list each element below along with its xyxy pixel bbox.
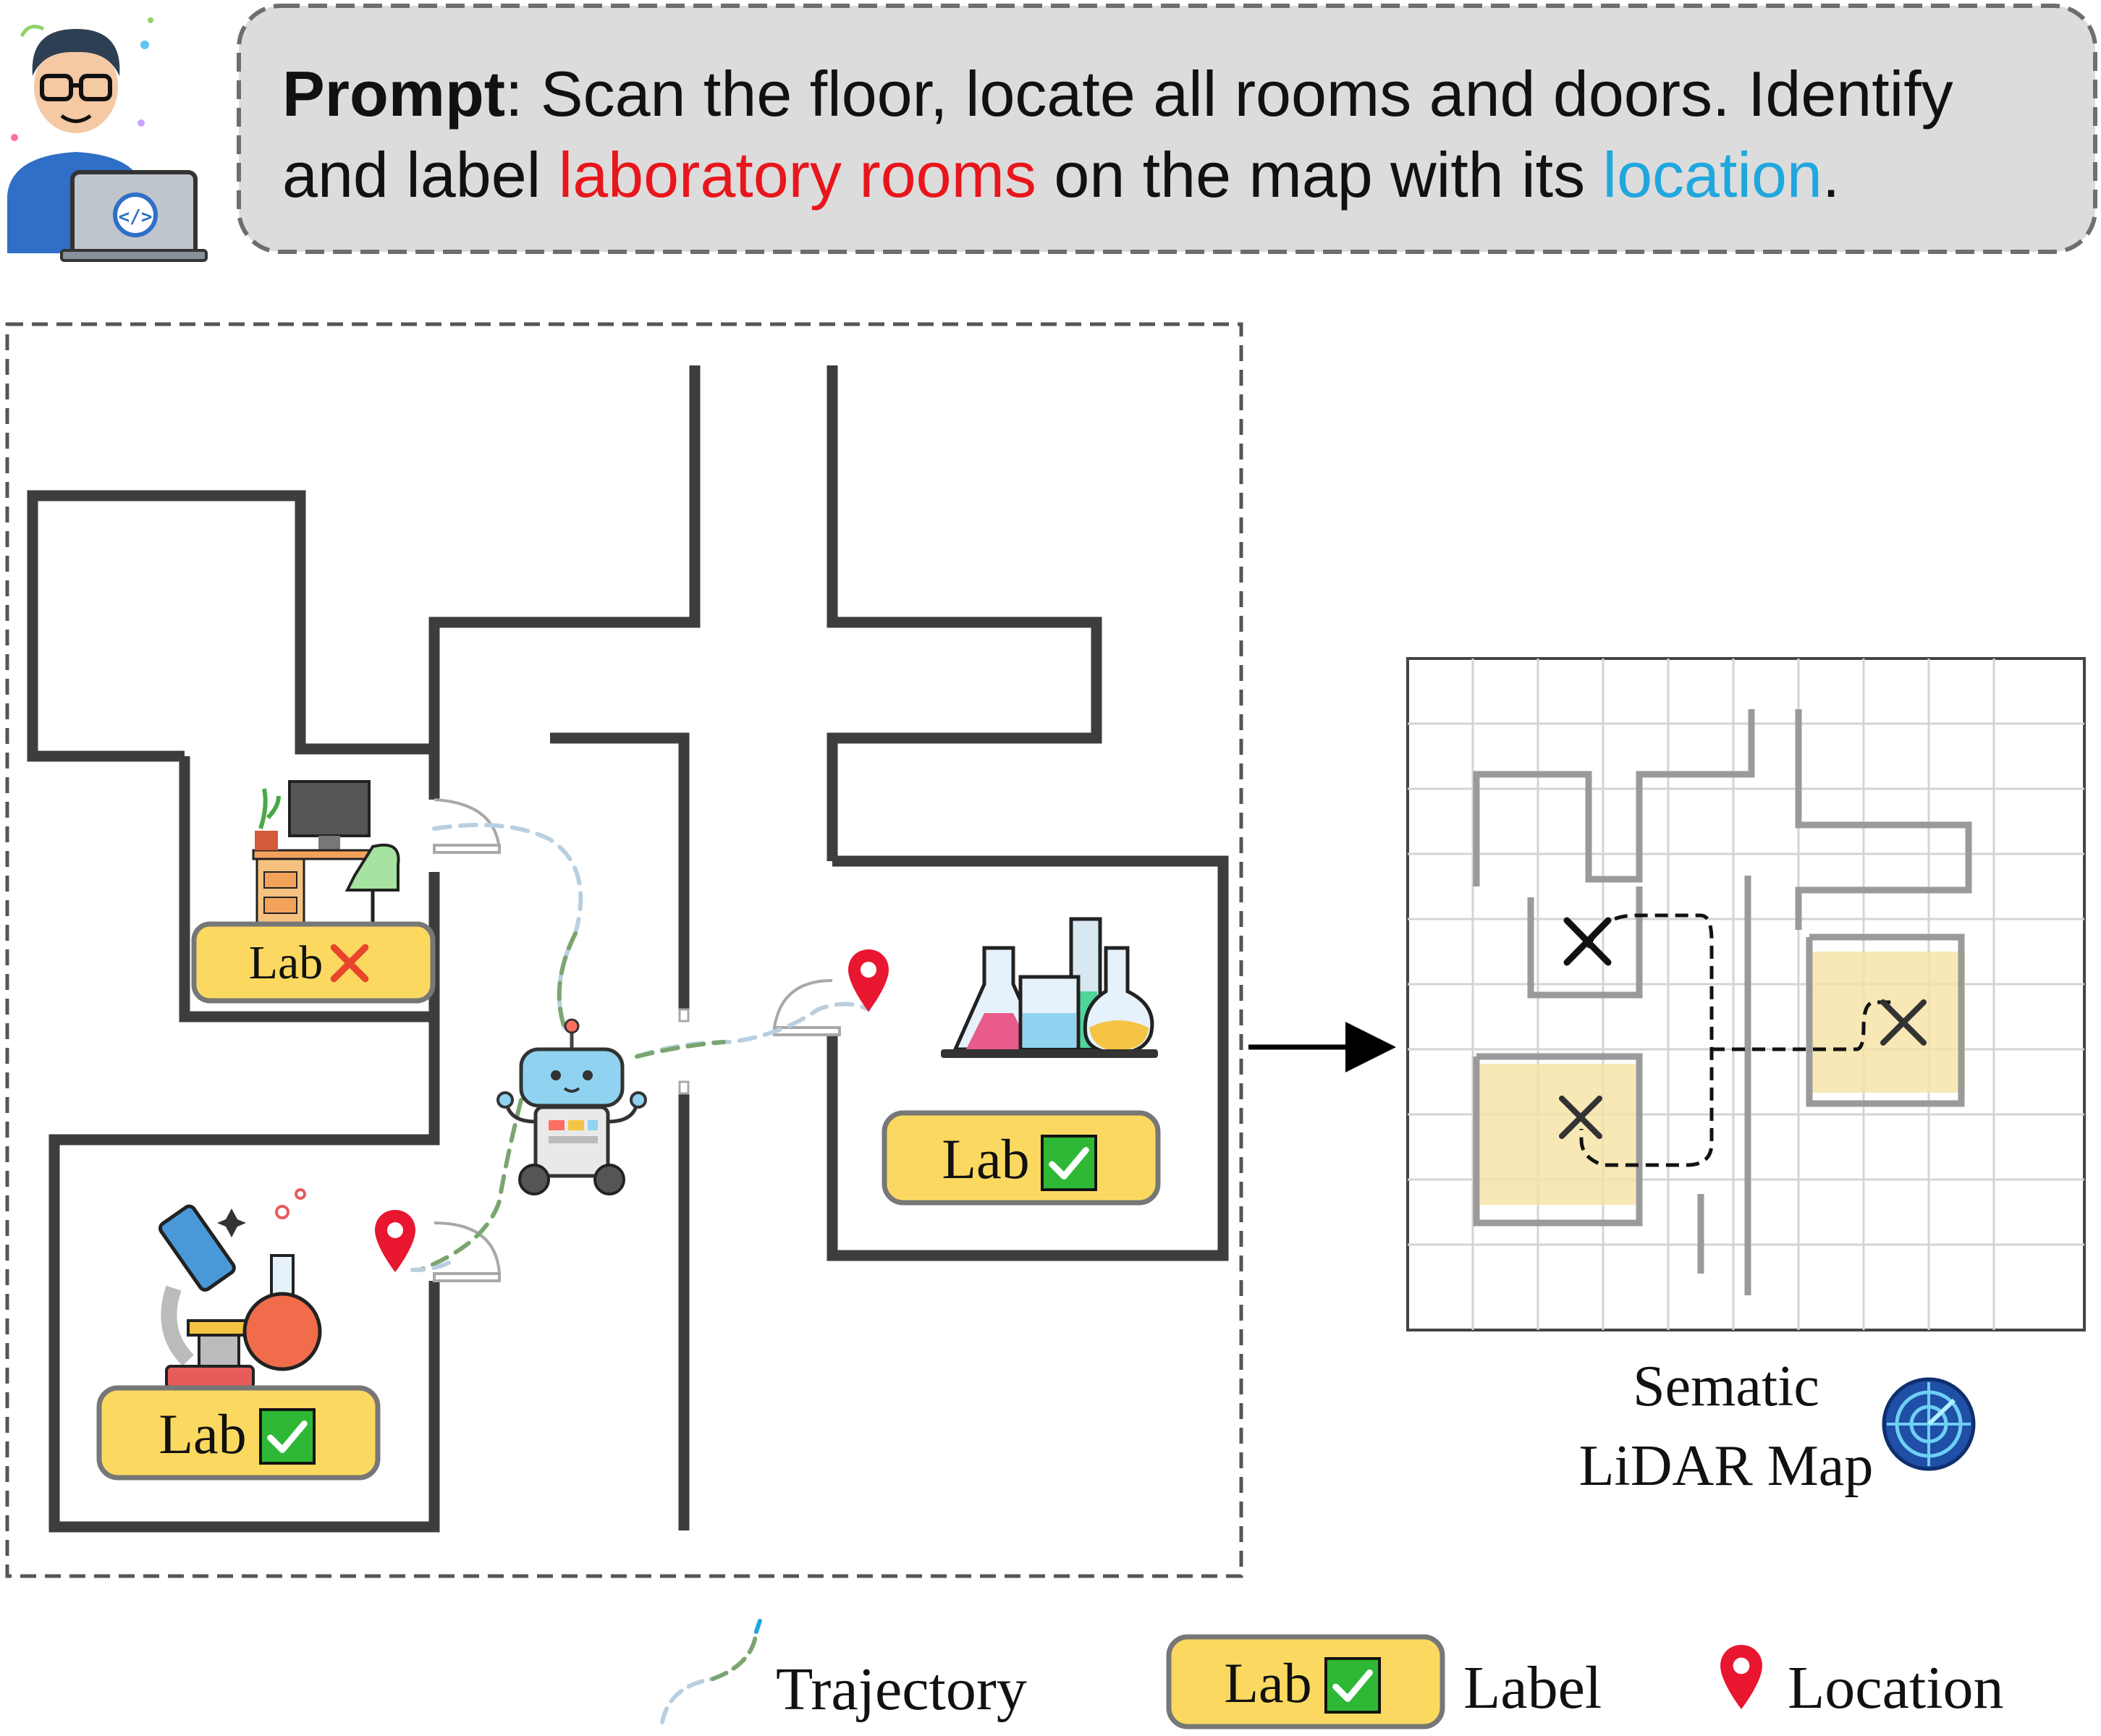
label-text: Lab — [158, 1402, 246, 1465]
microscope-lab-icon — [143, 1188, 324, 1413]
label-text: Lab — [942, 1127, 1029, 1190]
legend: Trajectory Lab Label Location — [660, 1619, 2004, 1729]
door-bottom-left — [433, 1221, 501, 1282]
trajectory-path — [410, 823, 871, 1272]
lidar-trajectory — [1579, 913, 1896, 1167]
room-label-right: Lab — [882, 1110, 1161, 1206]
prompt-box: Prompt: Scan the floor, locate all rooms… — [237, 4, 2097, 254]
user-avatar-icon: </> — [7, 17, 208, 262]
room-label-bottom-left: Lab — [96, 1385, 381, 1481]
prompt-line2-start: and label — [282, 139, 559, 211]
legend-label-sample-text: Lab — [1224, 1651, 1311, 1714]
door-right — [773, 979, 841, 1036]
lidar-map — [1406, 657, 2086, 1331]
lidar-caption-line2: LiDAR Map — [1579, 1434, 1874, 1498]
location-pin-icon — [1720, 1645, 1762, 1709]
check-icon — [1326, 1659, 1379, 1712]
check-icon — [261, 1410, 314, 1463]
legend-location-text: Location — [1788, 1654, 2004, 1722]
door-top-left — [433, 798, 501, 854]
chemistry-flasks-icon — [941, 917, 1158, 1058]
radar-icon — [1882, 1377, 1976, 1471]
lidar-marker-x — [1880, 999, 1927, 1046]
trajectory-legend-icon — [660, 1619, 762, 1724]
lidar-marker-x — [1559, 1096, 1602, 1139]
room-label-top-left: Lab — [191, 921, 436, 1004]
prompt-line1: : Scan the floor, locate all rooms and d… — [505, 58, 1953, 130]
location-pin-icon — [848, 949, 889, 1012]
location-pin-icon — [375, 1210, 415, 1272]
svg-text:and label laboratory rooms on: and label laboratory rooms on the map wi… — [282, 139, 1840, 211]
lidar-highlight-right — [1809, 952, 1965, 1093]
lidar-highlight-left — [1480, 1064, 1636, 1205]
door-center — [678, 1008, 690, 1095]
svg-text:</>: </> — [119, 206, 153, 228]
robot-icon — [496, 1018, 647, 1195]
label-text: Lab — [249, 936, 324, 989]
lidar-walls — [1473, 709, 1972, 1295]
lidar-marker-x — [1563, 917, 1612, 966]
office-desk-icon — [252, 780, 400, 947]
lidar-caption: Sematic LiDAR Map — [1579, 1355, 1976, 1498]
prompt-highlight-location: location — [1603, 139, 1822, 211]
legend-trajectory-text: Trajectory — [776, 1656, 1027, 1723]
prompt-label: Prompt — [282, 58, 505, 130]
prompt-highlight-rooms: laboratory rooms — [559, 139, 1036, 211]
prompt-line2-end: . — [1822, 139, 1840, 211]
legend-label-text: Label — [1463, 1654, 1602, 1722]
floorplan-walls — [27, 365, 1229, 1533]
svg-text:Prompt: Scan the floor, locate: Prompt: Scan the floor, locate all rooms… — [282, 58, 1953, 130]
check-icon — [1042, 1136, 1096, 1190]
prompt-line2-mid: on the map with its — [1036, 139, 1603, 211]
floorplan-panel: Lab Lab Lab — [5, 322, 1243, 1578]
lidar-caption-line1: Sematic — [1633, 1355, 1819, 1418]
